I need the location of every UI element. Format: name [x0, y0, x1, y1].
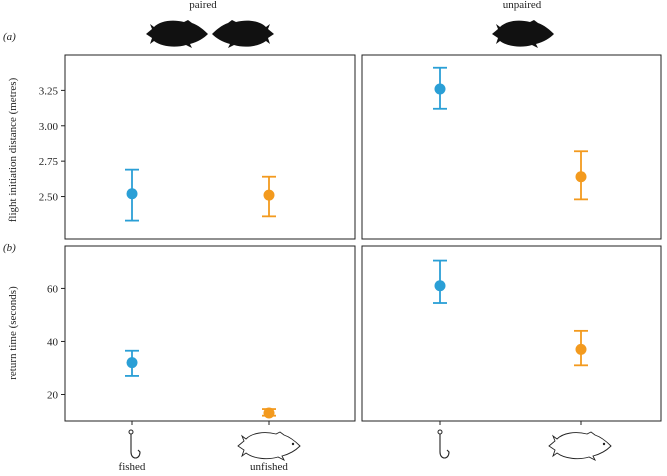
fish-silhouette-icon	[212, 20, 274, 48]
data-point-unfished	[575, 171, 587, 183]
data-point-unfished	[263, 407, 275, 419]
column-title-paired: paired	[189, 0, 217, 11]
fish-outline-icon	[548, 431, 612, 462]
y-tick-label: 2.50	[39, 192, 59, 204]
fish-silhouette-icon	[492, 20, 554, 48]
y-tick-label: 2.75	[39, 156, 59, 168]
y-tick-label: 20	[47, 389, 59, 401]
panel-b-unpaired	[361, 245, 662, 425]
panel-a-unpaired	[361, 54, 662, 240]
panel-frame	[361, 54, 662, 240]
x-label-fished: fished	[119, 461, 146, 473]
y-tick-label: 40	[47, 336, 59, 348]
y-tick-label: 60	[47, 283, 59, 295]
data-point-unfished	[263, 189, 275, 201]
column-title-unpaired: unpaired	[503, 0, 542, 11]
y-axis-title-a: flight initiation distance (metres)	[7, 77, 19, 222]
fish-outline-icon	[237, 431, 301, 462]
panel-a-paired: 2.50 2.75 3.00 3.25	[39, 54, 356, 240]
fish-silhouette-icon	[146, 20, 208, 48]
panel-frame	[64, 245, 356, 422]
fishing-hook-icon	[128, 429, 141, 459]
panel-frame	[361, 245, 662, 422]
data-point-fished	[434, 280, 446, 292]
fishing-hook-icon	[437, 429, 450, 459]
y-axis-title-b: return time (seconds)	[7, 286, 19, 380]
y-tick-label: 3.00	[39, 121, 59, 133]
panel-frame	[64, 54, 356, 240]
data-point-unfished	[575, 343, 587, 355]
row-label-b: (b)	[3, 242, 16, 254]
data-point-fished	[434, 83, 446, 95]
data-point-fished	[126, 188, 138, 200]
x-label-unfished: unfished	[250, 461, 288, 473]
y-tick-label: 3.25	[39, 85, 59, 97]
panel-b-paired: 20 40 60	[47, 245, 356, 425]
row-label-a: (a)	[3, 31, 16, 43]
data-point-fished	[126, 357, 138, 369]
